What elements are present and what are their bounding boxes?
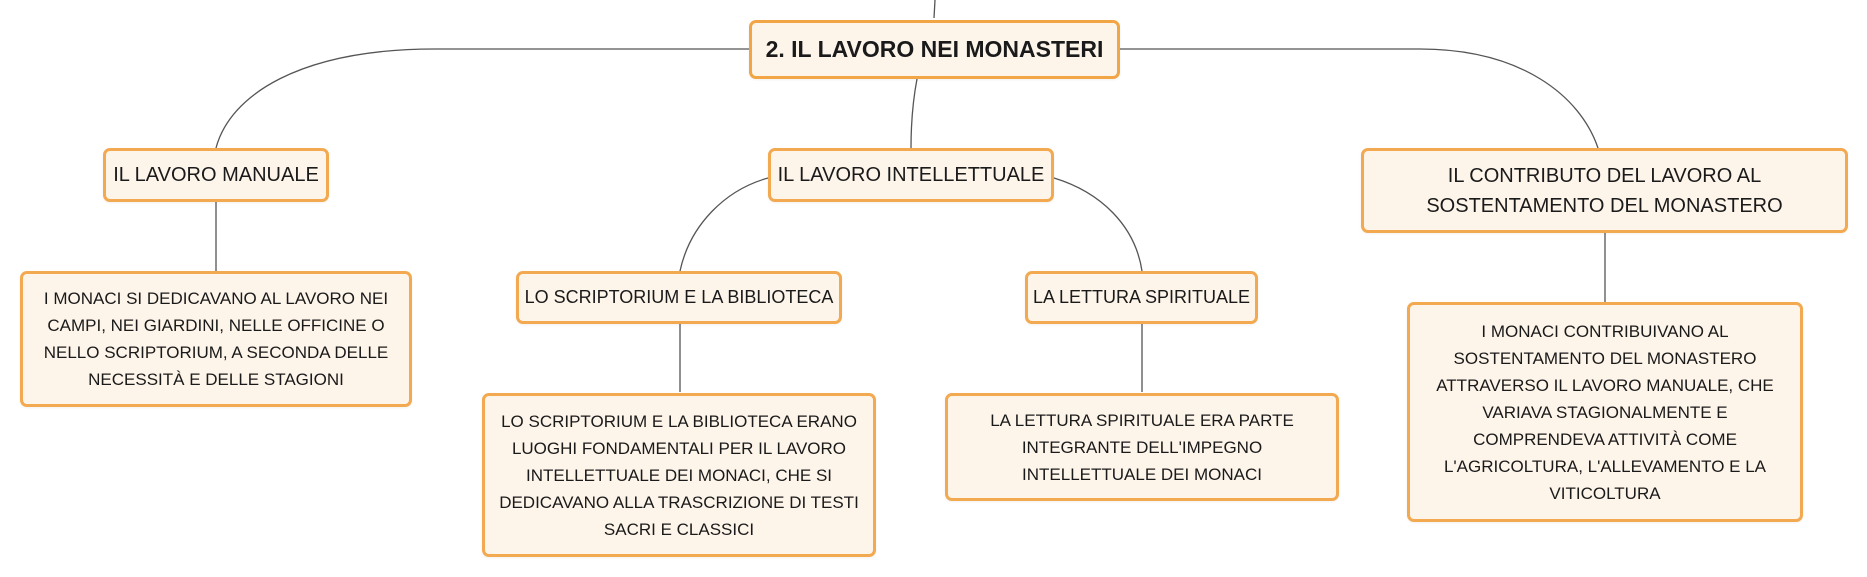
connector-intellettuale-lettura: [1053, 177, 1143, 272]
node-lettura-detail-text: LA LETTURA SPIRITUALE ERA PARTE INTEGRAN…: [990, 410, 1294, 484]
root-title: 2. IL LAVORO NEI MONASTERI: [765, 36, 1104, 62]
node-scriptorium-biblioteca-label: LO SCRIPTORIUM E LA BIBLIOTECA: [524, 287, 834, 307]
node-lettura-detail[interactable]: LA LETTURA SPIRITUALE ERA PARTE INTEGRAN…: [945, 393, 1339, 501]
node-contributo-sostentamento-label: IL CONTRIBUTO DEL LAVORO AL SOSTENTAMENT…: [1426, 164, 1783, 217]
node-lavoro-manuale-label: IL LAVORO MANUALE: [113, 164, 319, 186]
node-contributo-detail[interactable]: I MONACI CONTRIBUIVANO AL SOSTENTAMENTO …: [1407, 302, 1803, 522]
node-lavoro-manuale[interactable]: IL LAVORO MANUALE: [103, 148, 329, 202]
connector-root-parent: [933, 0, 936, 19]
node-contributo-sostentamento[interactable]: IL CONTRIBUTO DEL LAVORO AL SOSTENTAMENT…: [1361, 148, 1848, 233]
node-scriptorium-detail[interactable]: LO SCRIPTORIUM E LA BIBLIOTECA ERANO LUO…: [482, 393, 876, 557]
node-lavoro-manuale-detail[interactable]: I MONACI SI DEDICAVANO AL LAVORO NEI CAM…: [20, 271, 412, 407]
connector-root-intellettuale: [910, 78, 918, 149]
node-contributo-detail-text: I MONACI CONTRIBUIVANO AL SOSTENTAMENTO …: [1436, 321, 1774, 503]
connector-intellettuale-scriptorium: [679, 177, 769, 272]
connector-root-manuale: [215, 48, 749, 149]
node-lavoro-manuale-detail-text: I MONACI SI DEDICAVANO AL LAVORO NEI CAM…: [43, 289, 389, 389]
root-node[interactable]: 2. IL LAVORO NEI MONASTERI: [749, 20, 1120, 79]
node-lettura-spirituale-label: LA LETTURA SPIRITUALE: [1032, 287, 1251, 307]
node-lavoro-intellettuale[interactable]: IL LAVORO INTELLETTUALE: [768, 148, 1054, 202]
node-scriptorium-biblioteca[interactable]: LO SCRIPTORIUM E LA BIBLIOTECA: [516, 271, 842, 324]
node-lavoro-intellettuale-label: IL LAVORO INTELLETTUALE: [777, 164, 1045, 186]
connector-root-contributo: [1120, 48, 1599, 149]
node-scriptorium-detail-text: LO SCRIPTORIUM E LA BIBLIOTECA ERANO LUO…: [499, 411, 859, 539]
node-lettura-spirituale[interactable]: LA LETTURA SPIRITUALE: [1025, 271, 1258, 324]
